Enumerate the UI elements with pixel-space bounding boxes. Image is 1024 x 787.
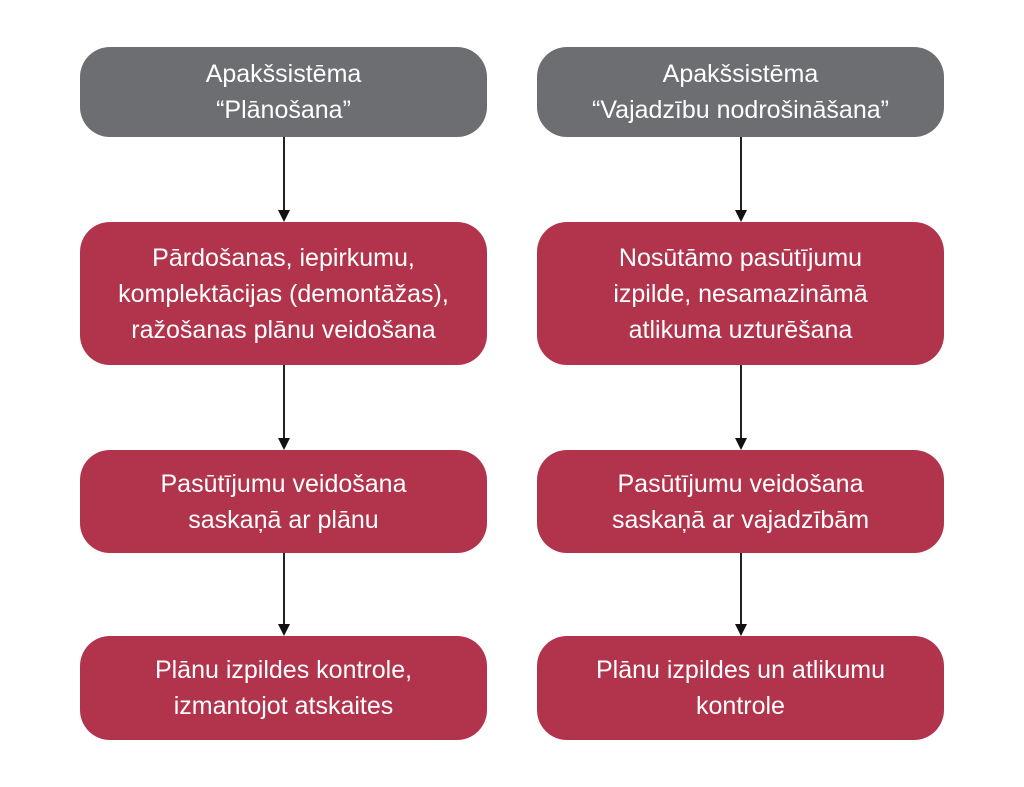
arrow-head-icon (735, 438, 747, 450)
left-header-box: Apakšsistēma “Plānošana” (80, 47, 487, 137)
arrow-head-icon (278, 210, 290, 222)
right-step-2-text: Pasūtījumu veidošana saskaņā ar vajadzīb… (611, 469, 870, 534)
arrow-head-icon (735, 624, 747, 636)
arrow-line (283, 553, 285, 626)
left-step-3: Plānu izpildes kontrole, izmantojot atsk… (80, 636, 487, 740)
arrow-line (740, 137, 742, 212)
arrow-line (283, 365, 285, 440)
right-header-text: Apakšsistēma “Vajadzību nodrošināšana” (592, 60, 889, 124)
right-step-3: Plānu izpildes un atlikumu kontrole (537, 636, 944, 740)
left-step-2: Pasūtījumu veidošana saskaņā ar plānu (80, 450, 487, 553)
right-step-1-text: Nosūtāmo pasūtījumu izpilde, nesamazinām… (613, 243, 868, 344)
left-step-3-text: Plānu izpildes kontrole, izmantojot atsk… (154, 656, 413, 720)
left-step-1-text: Pārdošanas, iepirkumu, komplektācijas (d… (118, 243, 449, 344)
arrow-line (740, 365, 742, 440)
right-step-2: Pasūtījumu veidošana saskaņā ar vajadzīb… (537, 450, 944, 553)
arrow-head-icon (278, 438, 290, 450)
arrow-line (283, 137, 285, 212)
left-step-2-text: Pasūtījumu veidošana saskaņā ar plānu (160, 469, 407, 534)
left-step-1: Pārdošanas, iepirkumu, komplektācijas (d… (80, 222, 487, 365)
arrow-line (740, 553, 742, 626)
left-header-text: Apakšsistēma “Plānošana” (205, 60, 362, 124)
arrow-head-icon (735, 210, 747, 222)
right-header-box: Apakšsistēma “Vajadzību nodrošināšana” (537, 47, 944, 137)
right-step-3-text: Plānu izpildes un atlikumu kontrole (595, 656, 886, 720)
arrow-head-icon (278, 624, 290, 636)
right-step-1: Nosūtāmo pasūtījumu izpilde, nesamazinām… (537, 222, 944, 365)
